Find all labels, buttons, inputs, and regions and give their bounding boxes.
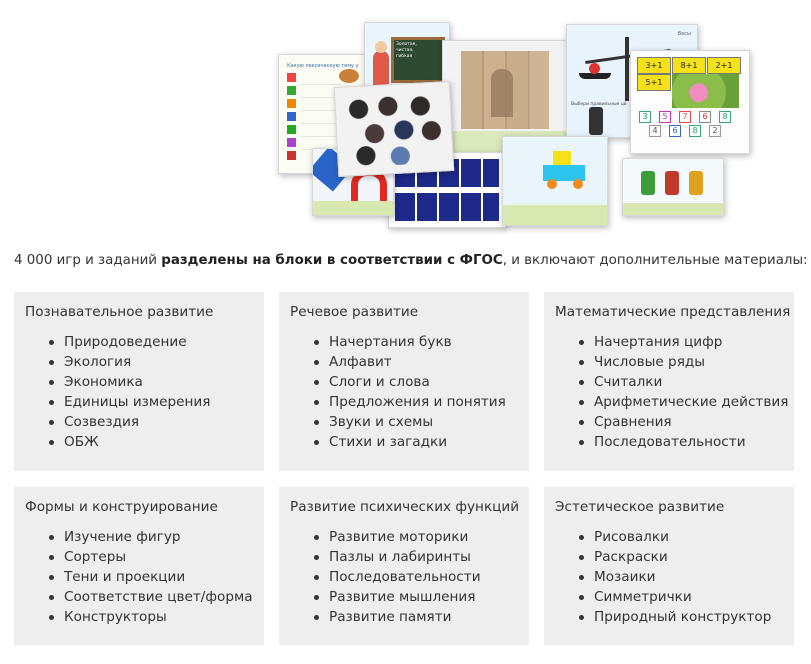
list-item: Развитие мышления — [314, 587, 481, 607]
chalkboard: Золотая, чистая, гибкая — [391, 37, 445, 83]
teacher-figure — [373, 51, 389, 91]
list-item: Считалки — [578, 372, 788, 392]
list-item: Предложения и понятия — [314, 394, 506, 410]
block-list: Начертания букв Алфавит Слоги и слова Пр… — [279, 332, 506, 452]
list-item: Начертания цифр — [578, 332, 788, 352]
block-shapes: Формы и конструирование Изучение фигур С… — [14, 487, 264, 645]
block-aesthetic: Эстетическое развитие Рисовалки Раскраск… — [544, 487, 794, 645]
flower-photo — [672, 74, 739, 108]
list-item: Сортеры — [49, 547, 253, 567]
list-item: Алфавит — [314, 352, 506, 372]
list-item: Стихи и загадки — [314, 432, 506, 452]
block-list: Развитие моторики Пазлы и лабиринты Посл… — [279, 527, 481, 627]
block-list: Изучение фигур Сортеры Тени и проекции С… — [14, 527, 253, 627]
list-item: Симметрички — [578, 587, 771, 607]
list-item: Слоги и слова — [314, 372, 506, 392]
block-title: Формы и конструирование — [25, 499, 218, 515]
list-item: Пазлы и лабиринты — [314, 547, 481, 567]
list-item: Числовые ряды — [578, 352, 788, 372]
apple-icon — [589, 63, 600, 74]
list-item: Развитие моторики — [314, 527, 481, 547]
intro-text: 4 000 игр и заданий разделены на блоки в… — [14, 252, 808, 270]
digit-row: 3 5 7 6 8 4 6 8 2 — [639, 111, 739, 147]
list-item: Сравнения — [578, 412, 788, 432]
list-item: Единицы измерения — [48, 394, 211, 410]
icon-list — [287, 73, 296, 160]
scales-label: Весы — [677, 31, 691, 37]
list-item: Рисовалки — [578, 527, 771, 547]
math-grid: 3+1 8+1 2+1 5+1 — [637, 57, 741, 108]
list-item: ОБЖ — [48, 432, 210, 452]
shadow-figure — [491, 69, 513, 117]
list-item: Изучение фигур — [49, 527, 253, 547]
list-item: Развитие памяти — [314, 607, 481, 627]
block-title: Познавательное развитие — [25, 304, 214, 320]
block-math: Математические представления Начертания … — [544, 292, 794, 471]
list-item: Мозаики — [578, 567, 771, 587]
traffic-caption: Выбери правильные цв — [571, 102, 627, 107]
list-item: Последовательности — [578, 432, 788, 452]
list-item: Последовательности — [314, 569, 481, 585]
traffic-light-icon — [589, 107, 603, 135]
sheet-title: Какую лексическую тему у — [287, 63, 359, 69]
intro-bold: разделены на блоки в соответствии с ФГОС — [161, 253, 503, 268]
train-card — [502, 136, 608, 226]
list-item: Экономика — [48, 372, 210, 392]
block-list: Начертания цифр Числовые ряды Считалки А… — [544, 332, 788, 452]
list-item: Природоведение — [48, 332, 210, 352]
jars-card — [622, 158, 724, 216]
list-item: Соответствие цвет/форма — [49, 589, 253, 605]
list-item: Экология — [48, 352, 210, 372]
puzzle-pieces — [343, 90, 445, 168]
list-item: Природный конструктор — [578, 609, 772, 625]
list-item: Звуки и схемы — [314, 412, 506, 432]
list-item: Тени и проекции — [49, 567, 253, 587]
games-collage: Какую лексическую тему у Золотая, чистая… — [278, 18, 750, 230]
block-speech: Речевое развитие Начертания букв Алфавит… — [279, 292, 529, 471]
bird-icon — [339, 69, 359, 83]
intro-after: , и включают дополнительные материалы: — [502, 253, 808, 268]
list-item: Арифметические действия — [578, 394, 789, 410]
list-item: Раскраски — [578, 547, 771, 567]
block-title: Математические представления — [555, 304, 791, 320]
list-item: Конструкторы — [49, 607, 253, 627]
block-title: Развитие психических функций — [290, 499, 520, 515]
block-list: Природоведение Экология Экономика Единиц… — [14, 332, 210, 452]
block-title: Эстетическое развитие — [555, 499, 725, 515]
list-item: Начертания букв — [314, 332, 506, 352]
puzzle-card — [333, 81, 455, 177]
block-cognitive: Познавательное развитие Природоведение Э… — [14, 292, 264, 471]
block-list: Рисовалки Раскраски Мозаики Симметрички … — [544, 527, 771, 627]
list-item: Созвездия — [48, 412, 210, 432]
block-title: Речевое развитие — [290, 304, 419, 320]
block-mental: Развитие психических функций Развитие мо… — [279, 487, 529, 645]
intro-before: 4 000 игр и заданий — [14, 253, 162, 268]
math-card: 3+1 8+1 2+1 5+1 3 5 7 6 8 4 6 8 2 — [630, 50, 750, 154]
